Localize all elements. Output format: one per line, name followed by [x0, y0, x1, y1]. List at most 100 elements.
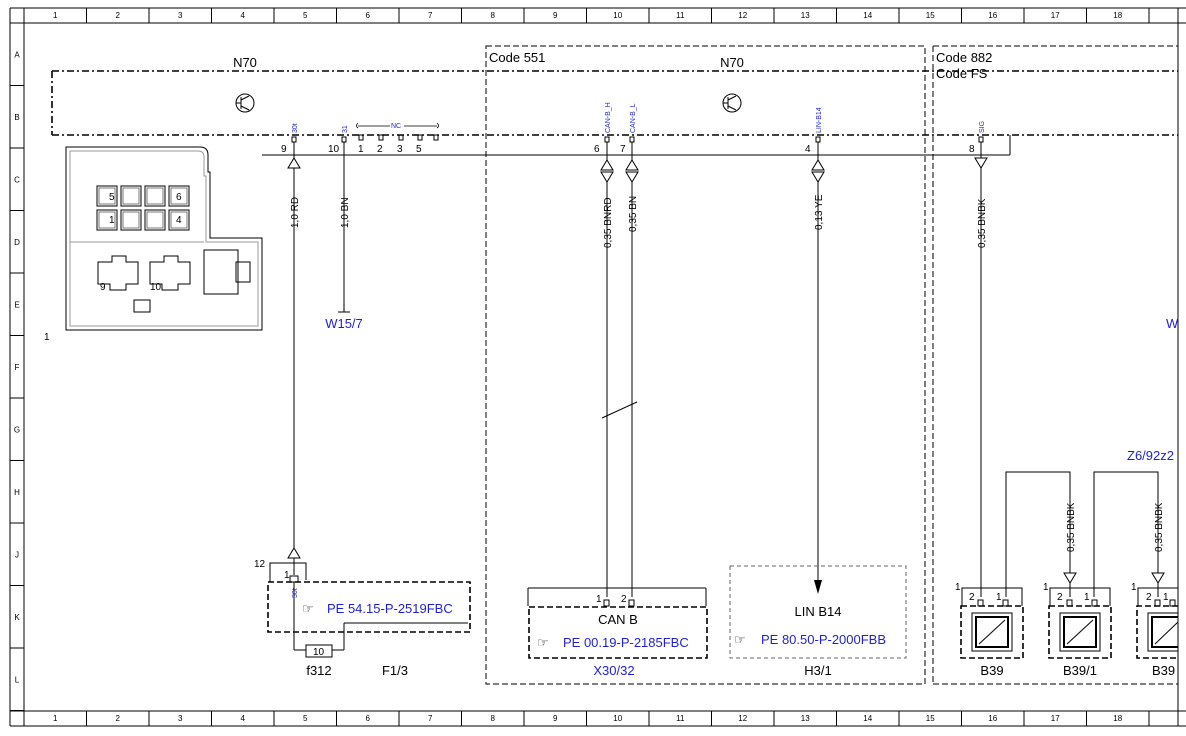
h3-1-box	[729, 565, 907, 659]
pin-label: 1	[996, 592, 1002, 603]
connector-view	[65, 146, 263, 331]
transistor-icon	[722, 93, 742, 113]
code-551-box	[485, 45, 926, 685]
pointer-hand-icon: ☞	[734, 632, 746, 647]
grid-column-label: 11	[676, 11, 685, 20]
arrow-down-icon	[814, 580, 822, 594]
grid-ticks	[10, 8, 1150, 726]
signal-sig: SIG	[979, 121, 986, 133]
grid-column-label: 1	[53, 11, 58, 20]
grid-column-label: 12	[738, 714, 747, 723]
grid-row-label: E	[14, 300, 19, 309]
connector-plug-label: 10	[150, 282, 162, 293]
wire-label-bnrd: 0,35 BNRD	[603, 197, 614, 248]
grid-column-label: 6	[366, 714, 371, 723]
code-551-label: Code 551	[489, 50, 545, 65]
connector-plug-label: 9	[100, 282, 106, 293]
grid-column-label: 13	[801, 714, 810, 723]
grid-column-label: 7	[428, 11, 433, 20]
grid-column-label: 4	[241, 11, 246, 20]
grid-column-label: 5	[303, 714, 308, 723]
grid-row-label: D	[14, 238, 20, 247]
reference-pe-0019[interactable]: PE 00.19-P-2185FBC	[563, 635, 689, 650]
b39-label: B39	[980, 663, 1003, 678]
grid-column-label: 14	[863, 11, 872, 20]
pin-label: 1	[1163, 592, 1169, 603]
grid-column-label: 12	[738, 11, 747, 20]
connector-cell-label: 4	[176, 215, 182, 226]
b39-sensor	[960, 587, 1024, 659]
grid-column-label: 8	[491, 11, 496, 20]
wire-label-bnbk3: 0,35 BNBK	[1154, 502, 1165, 552]
grid-column-label: 10	[613, 11, 622, 20]
reference-pe-8050[interactable]: PE 80.50-P-2000FBB	[761, 632, 886, 647]
grid-row-label: B	[14, 113, 19, 122]
pin-label: 5	[416, 144, 422, 155]
connector-ref-label: 1	[44, 332, 50, 343]
reference-pe-5415[interactable]: PE 54.15-P-2519FBC	[327, 601, 453, 616]
h3-1-label: H3/1	[804, 663, 831, 678]
b39-1-label: B39/1	[1063, 663, 1097, 678]
signal-can-b-h: CAN-B_H	[605, 102, 612, 133]
grid-row-label: A	[14, 50, 20, 59]
grid-column-labels: 1122334455667788991010111112121313141415…	[53, 11, 1123, 723]
wire-label-bnbk2: 0,35 BNBK	[1066, 502, 1077, 552]
pin-label: 6	[594, 144, 600, 155]
signal-31: 31	[342, 125, 349, 133]
grid-column-label: 1	[53, 714, 58, 723]
wire-label-bn2: 0,35 BN	[628, 196, 639, 232]
grid-row-label: F	[15, 363, 20, 372]
n70-left-label: N70	[233, 55, 257, 70]
pin-label: 2	[377, 144, 383, 155]
connector-cell-label: 5	[109, 192, 115, 203]
grid-row-label: J	[15, 550, 19, 559]
grid-column-label: 17	[1051, 714, 1060, 723]
pin-label: 1	[955, 582, 961, 593]
pin-label: 2	[1146, 592, 1152, 603]
wire-can-b-l	[601, 142, 639, 597]
grid-row-label: H	[14, 488, 20, 497]
code-fs-label: Code FS	[936, 66, 988, 81]
grid-column-label: 18	[1113, 714, 1122, 723]
signal-30t-bottom: 30t	[292, 588, 299, 598]
wire-30t	[287, 142, 301, 575]
pin-label: 12	[254, 559, 266, 570]
pin-label: 2	[1057, 592, 1063, 603]
signal-30t: 30t	[292, 123, 299, 133]
pin-label: 7	[620, 144, 626, 155]
grid-column-label: 15	[926, 714, 935, 723]
signal-lin-b14: LIN-B14	[816, 107, 823, 133]
grid-column-label: 9	[553, 11, 558, 20]
grid-column-label: 6	[366, 11, 371, 20]
pin-label: 1	[358, 144, 364, 155]
wire-can-b-h	[600, 142, 614, 597]
z6-92z2-wiring	[1005, 471, 1165, 597]
grid-row-label: K	[14, 613, 20, 622]
grid-column-label: 18	[1113, 11, 1122, 20]
pin-label: 2	[621, 594, 627, 605]
grid-column-label: 10	[613, 714, 622, 723]
pin-label: 2	[969, 592, 975, 603]
transistor-icon	[235, 93, 255, 113]
grid-column-label: 8	[491, 714, 496, 723]
ground-w15-7-label: W15/7	[325, 316, 363, 331]
wire-31	[338, 142, 350, 313]
grid-column-label: 2	[116, 11, 121, 20]
nc-bracket	[356, 122, 439, 129]
grid-column-label: 16	[988, 714, 997, 723]
fuse-f312-label: f312	[306, 663, 331, 678]
x30-32-label: X30/32	[593, 663, 634, 678]
grid-column-label: 14	[863, 714, 872, 723]
grid-column-label: 7	[428, 714, 433, 723]
pin-label: 1	[1084, 592, 1090, 603]
grid-column-label: 16	[988, 11, 997, 20]
grid-column-label: 3	[178, 714, 183, 723]
pin-label: 1	[1131, 582, 1137, 593]
wire-label-ye: 0,13 YE	[814, 194, 825, 230]
code-882-label: Code 882	[936, 50, 992, 65]
grid-column-label: 11	[676, 714, 685, 723]
b39-1-sensor	[1048, 587, 1112, 659]
x30-32-connector	[527, 587, 708, 659]
grid-column-label: 5	[303, 11, 308, 20]
b39-partial-label: B39	[1152, 663, 1175, 678]
